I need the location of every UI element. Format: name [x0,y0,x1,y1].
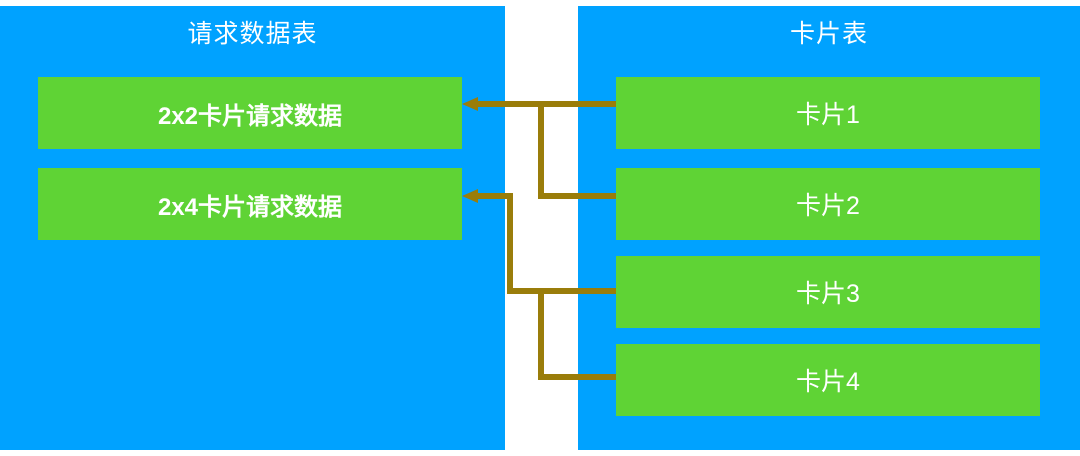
request-row-2x4-label: 2x4卡片请求数据 [157,193,343,221]
card-row-3-label: 卡片3 [796,280,860,308]
card-row-2[interactable]: 卡片2 [616,168,1040,240]
card-row-1-label: 卡片1 [796,101,860,129]
card-table-title: 卡片表 [789,20,868,48]
card-row-3[interactable]: 卡片3 [616,256,1040,328]
card-row-1[interactable]: 卡片1 [616,77,1040,149]
request-row-2x4[interactable]: 2x4卡片请求数据 [38,168,462,240]
request-data-table-panel: 请求数据表 2x2卡片请求数据 2x4卡片请求数据 [0,6,505,450]
card-row-2-label: 卡片2 [796,192,860,220]
request-row-2x2-label: 2x2卡片请求数据 [157,102,343,130]
request-row-2x2[interactable]: 2x2卡片请求数据 [38,77,462,149]
card-row-4-label: 卡片4 [796,368,860,396]
card-table-panel: 卡片表 卡片1 卡片2 卡片3 卡片4 [578,6,1080,450]
card-row-4[interactable]: 卡片4 [616,344,1040,416]
request-data-table-title: 请求数据表 [187,20,318,48]
